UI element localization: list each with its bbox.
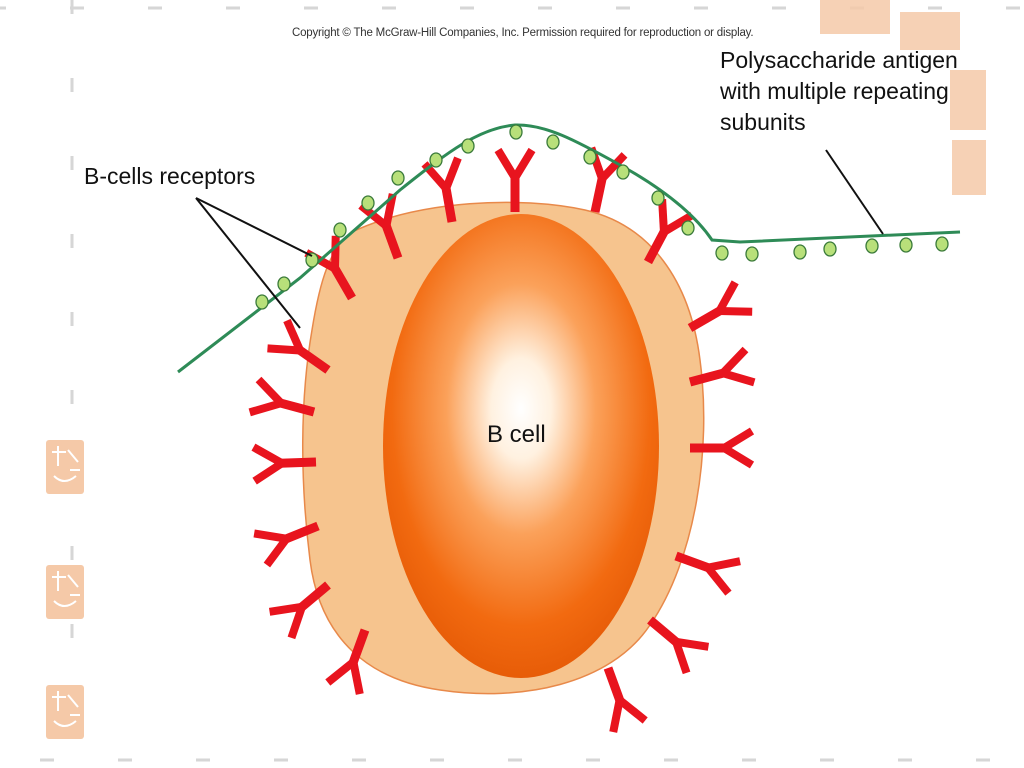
- antigen-subunits: [255, 124, 949, 310]
- receptor-icon: [674, 551, 741, 596]
- antigen-label: Polysaccharide antigen with multiple rep…: [720, 45, 958, 138]
- antigen-subunit-icon: [715, 245, 729, 261]
- receptor-icon: [268, 581, 331, 640]
- receptor-icon: [267, 318, 331, 374]
- antigen-strand: [177, 123, 961, 374]
- receptor-icon: [248, 376, 316, 417]
- antigen-subunit-icon: [429, 152, 443, 168]
- seal-glyphs: [52, 446, 80, 727]
- antigen-subunit-icon: [899, 237, 913, 253]
- antigen-subunit-icon: [935, 236, 949, 252]
- receptors: [248, 146, 756, 733]
- receptor-icon: [251, 443, 317, 485]
- receptor-icon: [325, 628, 370, 695]
- antigen-subunit-icon: [651, 190, 665, 206]
- antigen-subunit-icon: [793, 244, 807, 260]
- receptor-icon: [494, 147, 536, 212]
- antigen-subunit-icon: [823, 241, 837, 257]
- receptor-icon: [644, 199, 695, 265]
- antigen-label-line-2: with multiple repeating: [720, 78, 949, 104]
- antigen-subunit-icon: [361, 195, 375, 211]
- copyright-notice: Copyright © The McGraw-Hill Companies, I…: [292, 27, 754, 39]
- receptor-icon: [603, 666, 648, 733]
- antigen-subunit-icon: [745, 246, 759, 262]
- b-cell-label: B cell: [487, 421, 546, 448]
- antigen-subunit-icon: [333, 222, 347, 238]
- antigen-subunit-icon: [509, 124, 523, 140]
- receptor-icon: [687, 280, 753, 332]
- antigen-subunit-icon: [546, 134, 560, 150]
- antigen-label-line-3: subunits: [720, 109, 806, 135]
- antigen-label-line-1: Polysaccharide antigen: [720, 47, 958, 73]
- cell-nucleus: [383, 214, 659, 678]
- receptor-icon: [688, 346, 756, 387]
- antigen-subunit-icon: [583, 149, 597, 165]
- receptor-icon: [253, 521, 320, 568]
- decorative-seal: [46, 0, 986, 739]
- receptor-icon: [647, 616, 710, 675]
- antigen-subunit-icon: [305, 252, 319, 268]
- antigen-subunit-icon: [461, 138, 475, 154]
- antigen-subunit-icon: [616, 164, 630, 180]
- antigen-subunit-icon: [681, 220, 695, 236]
- antigen-subunit-icon: [391, 170, 405, 186]
- antigen-subunit-icon: [255, 294, 269, 310]
- receptor-icon: [690, 427, 755, 469]
- antigen-subunit-icon: [865, 238, 879, 254]
- antigen-subunit-icon: [277, 276, 291, 292]
- receptors-label: B-cells receptors: [84, 163, 256, 189]
- pointer-lines: [195, 149, 884, 329]
